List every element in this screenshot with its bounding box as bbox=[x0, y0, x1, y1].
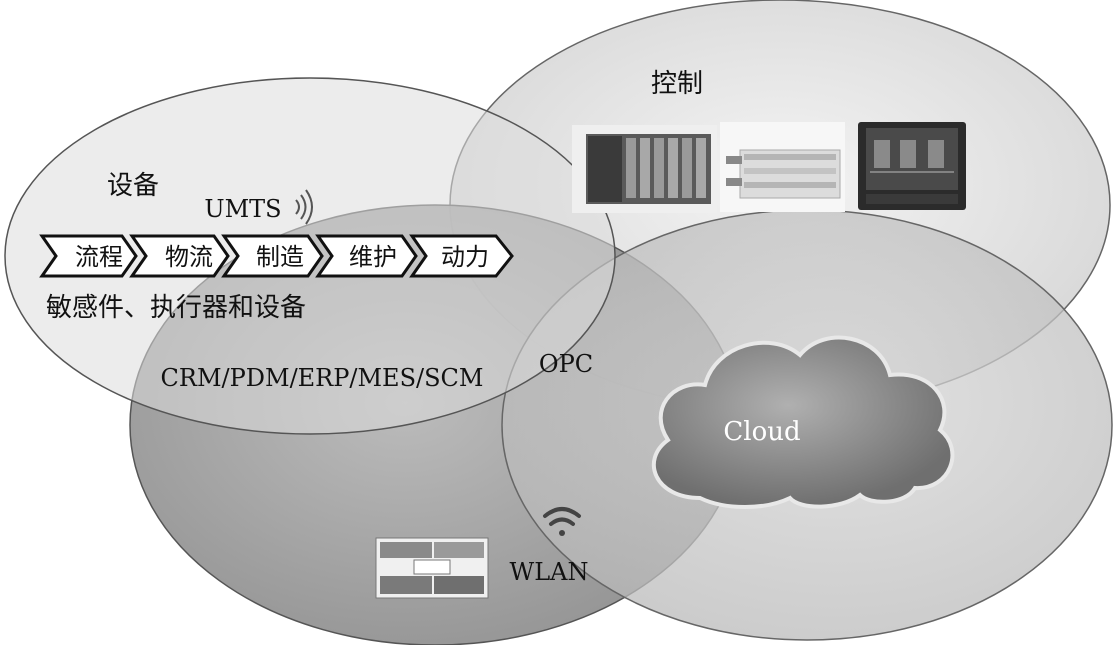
chain-step: 动力 bbox=[409, 234, 514, 278]
wlan-label: WLAN bbox=[510, 558, 589, 586]
system-screenshot-image bbox=[375, 537, 489, 599]
opc-label: OPC bbox=[539, 350, 593, 378]
device-subtitle: 敏感件、执行器和设备 bbox=[46, 293, 306, 323]
cloud-shape: Cloud bbox=[651, 335, 955, 509]
enterprise-label: CRM/PDM/ERP/MES/SCM bbox=[161, 364, 484, 392]
control-title: 控制 bbox=[651, 69, 703, 99]
svg-text:维护: 维护 bbox=[349, 243, 397, 271]
io-module-image bbox=[720, 122, 845, 212]
svg-text:动力: 动力 bbox=[441, 243, 489, 271]
chain-step: 物流 bbox=[129, 234, 230, 278]
wireless-signal-icon bbox=[295, 189, 313, 225]
svg-text:流程: 流程 bbox=[75, 243, 123, 271]
svg-text:物流: 物流 bbox=[165, 243, 213, 271]
plc-rack-image bbox=[572, 125, 717, 213]
hmi-panel-image bbox=[858, 122, 966, 210]
chain-step: 制造 bbox=[221, 234, 324, 278]
umts-label: UMTS bbox=[204, 195, 281, 223]
svg-text:制造: 制造 bbox=[256, 243, 304, 271]
wifi-icon bbox=[543, 507, 581, 536]
process-chain: 流程 物流 制造 维护 动力 bbox=[39, 234, 514, 278]
cloud-label: Cloud bbox=[723, 417, 800, 447]
chain-step: 维护 bbox=[315, 234, 418, 278]
device-title: 设备 bbox=[107, 171, 159, 201]
chain-step: 流程 bbox=[39, 234, 138, 278]
